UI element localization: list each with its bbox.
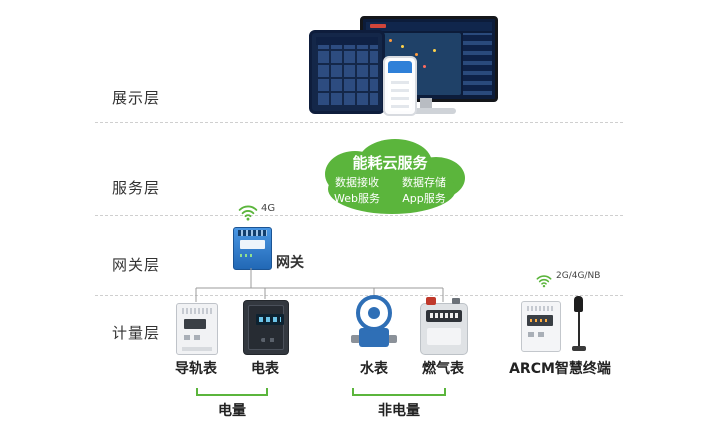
meter-din-clip [182,347,212,351]
gateway-label: 网关 [276,255,304,271]
meter-buttons [261,338,279,342]
layer-separator [95,122,623,123]
layer-separator [95,215,623,216]
cloud-icon [325,139,465,214]
wifi-icon [536,275,552,288]
gateway-terminal-strip [238,230,267,236]
gateway-nameplate [240,240,265,249]
device-label-arcm-terminal: ARCM智慧终端 [509,361,611,377]
cloud-item: App服务 [402,192,446,205]
meter-digits [530,319,550,322]
wifi-icon [238,205,258,221]
water-meter-body [359,328,389,347]
meter-vents [527,306,555,311]
layer-label-display: 展示层 [112,89,161,107]
electric-meter-device [243,300,289,355]
phone-app-content [391,77,409,108]
gateway-led-indicators [240,254,255,257]
map-marker-icons [389,39,392,42]
group-label-electric: 电量 [218,403,246,419]
meter-vents [182,308,212,314]
pipe-connector [388,335,397,343]
layer-label-service: 服务层 [112,179,161,197]
din-rail-meter-device [176,303,218,355]
meter-digits [430,313,458,318]
monitor-dashboard-topbar [366,22,492,31]
water-meter-dial [356,295,392,331]
meter-buttons [528,332,544,337]
arcm-wireless-label: 2G/4G/NB [556,271,601,281]
pipe-connector [351,335,360,343]
meter-display [426,310,462,322]
tablet-dashboard-header [316,37,378,45]
cloud-item: 数据存储 [401,176,446,189]
antenna-stem [578,312,580,346]
water-meter-cap [368,307,380,319]
meter-display [527,315,553,326]
gas-pipe [452,298,460,304]
meter-buttons [184,335,200,340]
device-label-din-rail-meter: 导轨表 [175,361,217,377]
monitor-dashboard-panels [463,33,492,95]
gas-valve-knob [426,297,436,305]
cloud-item: 数据接收 [334,176,379,189]
meter-nameplate [427,328,461,345]
device-label-gas-meter: 燃气表 [422,361,464,377]
device-label-electric-meter: 电表 [251,361,279,377]
tablet-dashboard-grid [316,37,378,107]
group-label-non-electric: 非电量 [378,403,420,419]
dashboard-logo [370,24,386,28]
cloud-service-items: 数据接收 Web服务 数据存储 App服务 [312,175,468,207]
water-meter-device [351,295,397,352]
meter-bezel [248,305,284,350]
cloud-items-left: 数据接收 Web服务 [334,175,380,207]
device-label-water-meter: 水表 [360,361,388,377]
cloud-item: Web服务 [334,192,380,205]
meter-lcd [184,319,206,329]
antenna-icon [574,296,583,312]
phone-app-header [388,61,412,73]
tablet-device [309,30,385,114]
meter-digits [259,317,281,322]
phone-device [383,56,417,116]
antenna-base [572,346,586,351]
gateway-device [233,227,272,270]
layer-label-gateway: 网关层 [112,256,161,274]
phone-screen [388,61,412,111]
group-bracket-non-electric [352,388,446,396]
gateway-wireless-label: 4G [261,203,276,214]
cloud-items-right: 数据存储 App服务 [402,175,446,207]
meter-lcd [256,314,284,325]
gas-meter-device [420,297,468,355]
cloud-title: 能耗云服务 [352,154,428,172]
monitor-stand-base [396,108,456,114]
layer-label-metering: 计量层 [112,324,161,342]
monitor-stand-neck [420,98,432,109]
group-bracket-electric [196,388,268,396]
arcm-terminal-device [521,301,561,352]
cloud-service: 能耗云服务 数据接收 Web服务 数据存储 App服务 [300,136,480,218]
